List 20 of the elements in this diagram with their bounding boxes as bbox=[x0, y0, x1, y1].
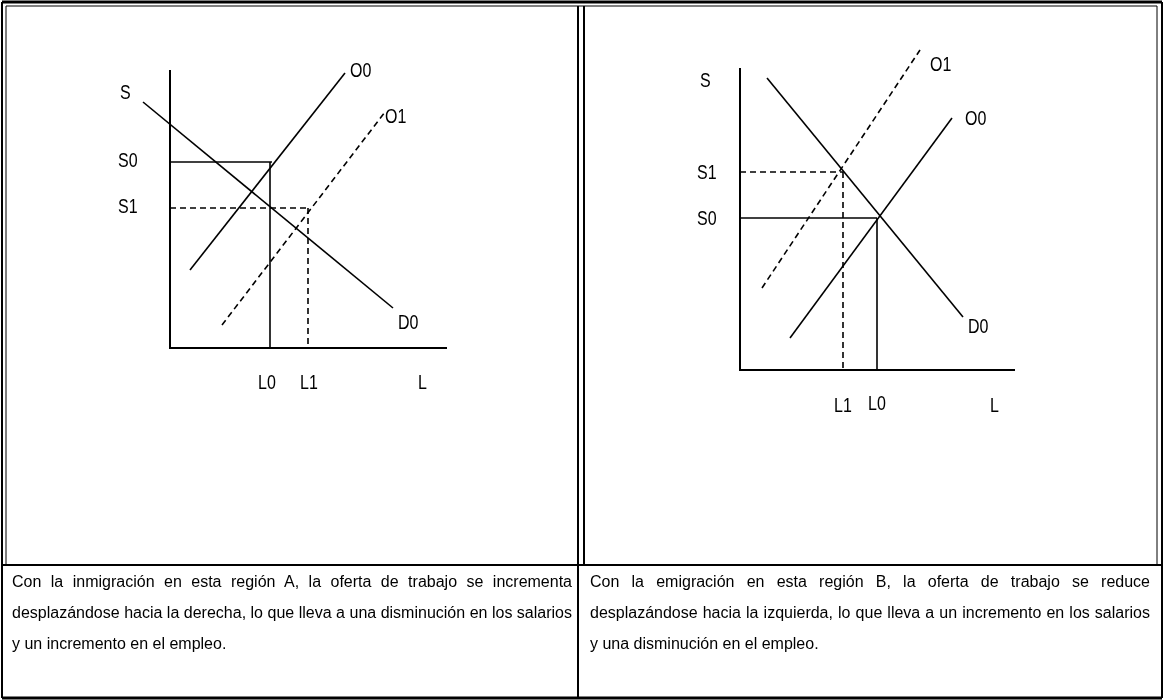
axis-label: S0 bbox=[697, 208, 717, 228]
axis-label: L0 bbox=[868, 393, 886, 413]
axis-label: S1 bbox=[697, 162, 717, 182]
curve-label: O0 bbox=[350, 60, 372, 80]
axis-label: L bbox=[990, 395, 999, 415]
axis-label: S bbox=[120, 82, 131, 102]
description-paragraph: Con la inmigración en esta región A, la oferta de trabajo se incrementa desplazándose hacia la derecha, lo que lleva a una disminución en los salarios y un incremento en el empleo. bbox=[12, 572, 572, 654]
curve-label: O1 bbox=[930, 54, 952, 74]
axis-label: S1 bbox=[118, 196, 138, 216]
curve-label: O0 bbox=[965, 108, 987, 128]
axis-label: L0 bbox=[258, 372, 276, 392]
axis-label: S0 bbox=[118, 150, 138, 170]
curve-label: O1 bbox=[385, 106, 407, 126]
axis-label: L bbox=[418, 372, 427, 392]
curve-label: D0 bbox=[968, 316, 989, 336]
axis-label: L1 bbox=[834, 395, 852, 415]
axis-label: L1 bbox=[300, 372, 318, 392]
description-paragraph: Con la emigración en esta región B, la oferta de trabajo se reduce desplazándose hacia la izquierda, lo que lleva a un incremento en los salarios y una disminución en el empleo. bbox=[590, 572, 1150, 654]
curve-label: D0 bbox=[398, 312, 419, 332]
axis-label: S bbox=[700, 70, 711, 90]
